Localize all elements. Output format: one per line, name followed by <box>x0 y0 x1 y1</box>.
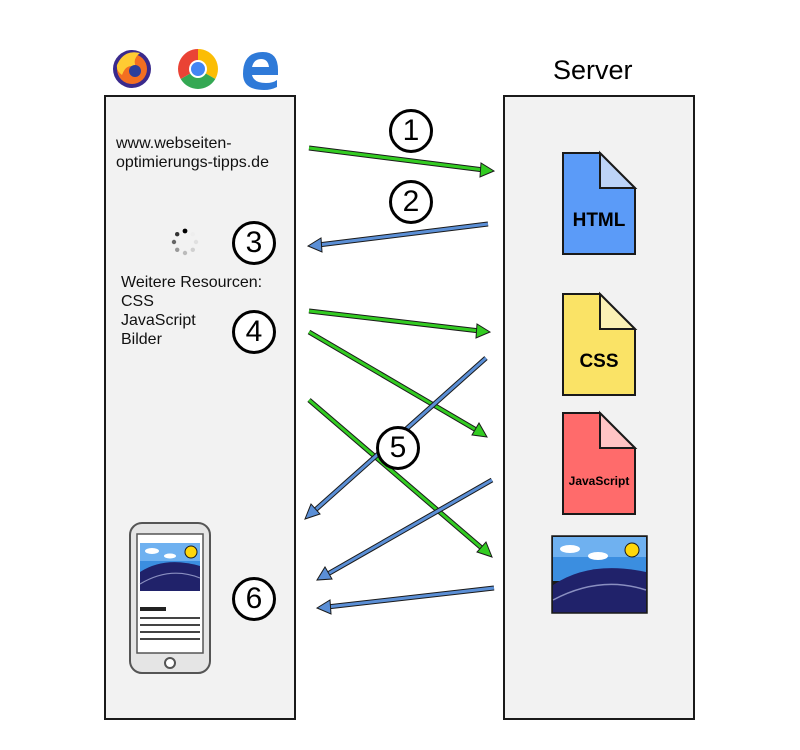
arrow-response-html <box>317 222 489 247</box>
chrome-icon <box>178 49 218 89</box>
arrow-request-css <box>308 309 481 333</box>
arrow-request-js <box>308 330 479 433</box>
step-2: 2 <box>389 180 433 224</box>
resources-css: CSS <box>121 293 154 310</box>
css-file-icon <box>562 291 638 396</box>
arrow-response-js <box>325 478 493 577</box>
url-line-1: www.webseiten- <box>116 135 232 152</box>
arrow-response-image <box>326 586 495 609</box>
image-file-icon <box>551 535 648 614</box>
step-6: 6 <box>232 577 276 621</box>
edge-icon <box>243 52 278 90</box>
url-line-2: optimierungs-tipps.de <box>116 154 269 171</box>
smartphone-icon <box>129 522 211 674</box>
request-arrows <box>307 145 496 558</box>
html-file-icon <box>562 150 638 255</box>
javascript-file-label: JavaScript <box>568 474 630 488</box>
step-4: 4 <box>232 310 276 354</box>
step-5: 5 <box>376 426 420 470</box>
resources-heading: Weitere Resourcen: <box>121 274 263 291</box>
resources-text: Weitere Resourcen: CSS JavaScript Bilder <box>121 273 262 349</box>
step-3: 3 <box>232 221 276 265</box>
url-text: www.webseiten- optimierungs-tipps.de <box>116 134 296 172</box>
firefox-icon <box>113 50 151 88</box>
loading-spinner-icon <box>171 228 199 256</box>
resources-images: Bilder <box>121 331 162 348</box>
javascript-file-icon <box>562 410 638 515</box>
server-title: Server <box>553 55 633 85</box>
resources-javascript: JavaScript <box>121 312 196 329</box>
css-file-label: CSS <box>579 351 619 372</box>
step-1: 1 <box>389 109 433 153</box>
arrow-request-image <box>308 398 485 552</box>
html-file-label: HTML <box>572 210 626 231</box>
